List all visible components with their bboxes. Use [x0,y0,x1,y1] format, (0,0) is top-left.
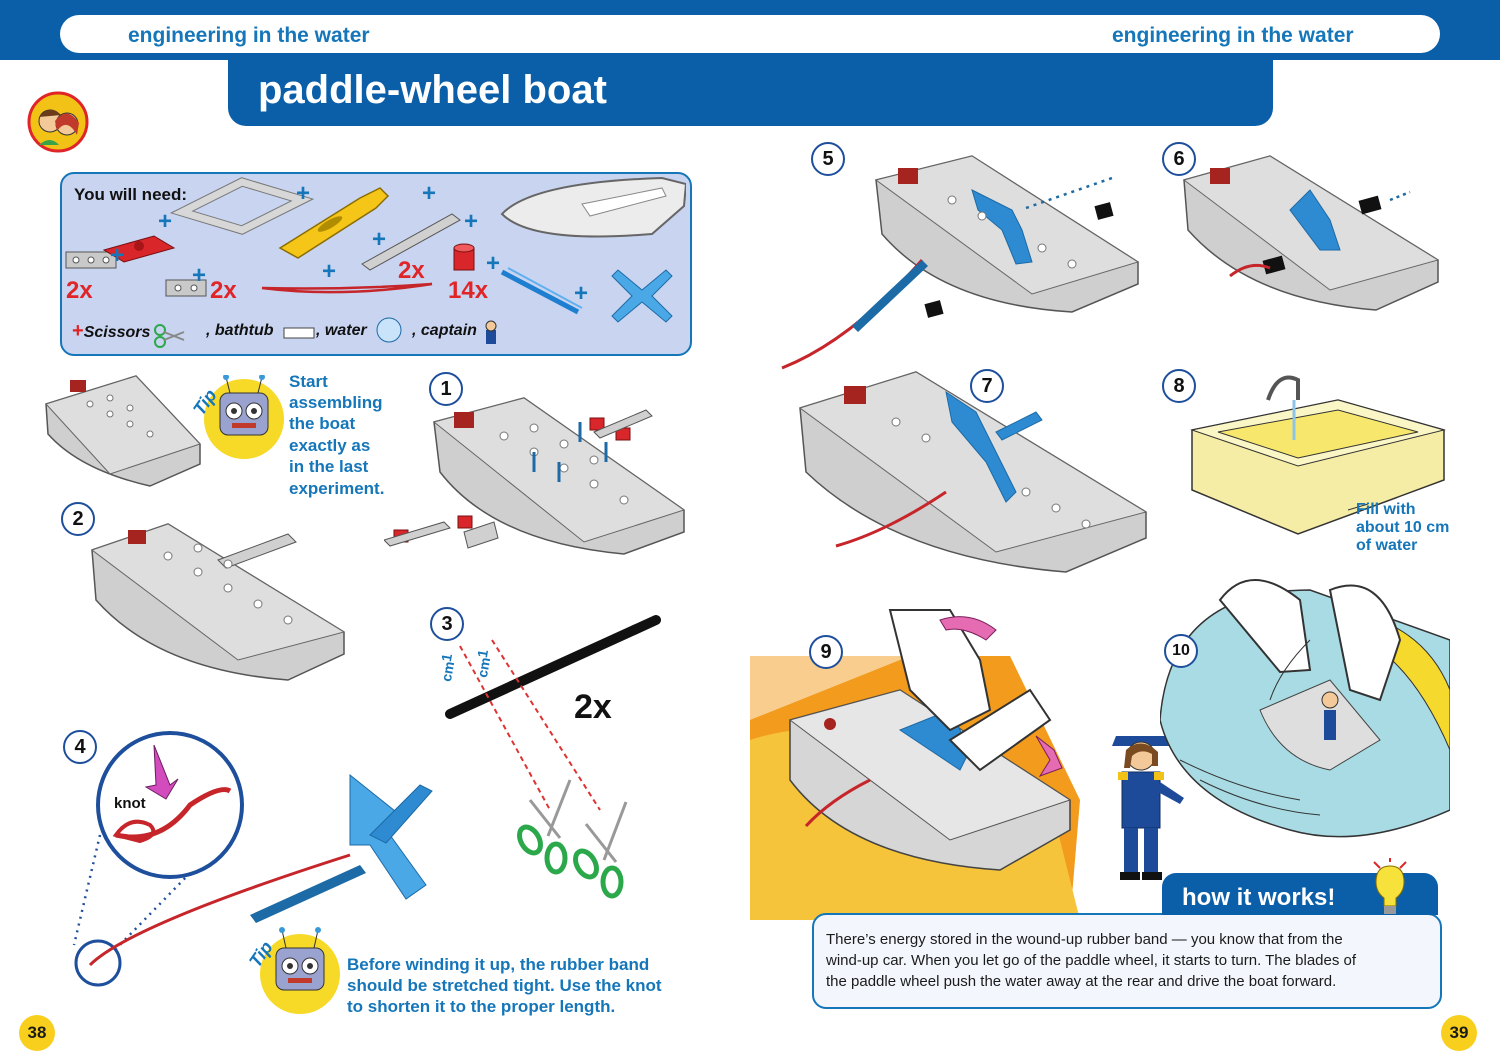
qty-label-3: 2x [398,257,425,284]
plus-sign: + [110,242,125,269]
step4-illustration [72,731,433,987]
plus-sign: + [322,258,337,285]
plus-sign: + [72,320,84,342]
qty-label-1: 2x [66,277,93,304]
step-number: 8 [1162,369,1196,403]
step6-illustration [1182,155,1440,311]
step2-illustration [90,523,346,681]
tip-line: exactly as [289,436,371,455]
step-number: 6 [1162,142,1196,176]
step-number: 2 [61,502,95,536]
extra-water: , water [316,322,367,339]
step-number: 4 [63,730,97,764]
how-it-works-title: how it works! [1182,884,1336,911]
knot-label: knot [114,795,146,812]
step1-illustration [384,397,686,555]
tip-line: in the last [289,457,369,476]
step-number: 3 [430,607,464,641]
kids-logo-icon [27,91,89,153]
tube-quantity: 2x [574,688,612,726]
plus-sign: + [296,180,311,207]
lightbulb-icon [1373,858,1407,914]
boat-illustration-start [45,375,201,487]
plus-sign: + [192,262,207,289]
plus-sign: + [574,280,589,307]
plus-sign: + [422,180,437,207]
how-it-works-line: There’s energy stored in the wound-up ru… [826,931,1343,948]
how-it-works-line: the paddle wheel push the water away at … [826,973,1337,990]
page-title: paddle-wheel boat [258,68,607,112]
robot-tip-icon [204,375,284,459]
step5-illustration [781,155,1140,370]
step3-illustration [445,615,661,899]
qty-label-4: 14x [448,277,489,304]
step7-illustration [798,371,1148,573]
fill-line: of water [1356,537,1418,554]
materials-illustration [65,176,686,348]
robot-tip-icon [260,927,340,1014]
fill-line: about 10 cm [1356,519,1450,536]
plus-sign: + [464,208,479,235]
how-it-works-box [812,913,1442,1009]
captain-figure [1112,736,1184,880]
tip-line: Start [289,372,328,391]
plus-sign: + [486,250,501,277]
fill-instruction: Fill with about 10 cm of water [1356,501,1449,555]
step10-water-illustration [1160,579,1450,838]
step8-bathtub-illustration [1190,375,1446,535]
plus-sign: + [372,226,387,253]
materials-title: You will need: [74,185,188,204]
title-band [228,60,1273,126]
step-number: 7 [970,369,1004,403]
step-number: 1 [429,372,463,406]
page-number-left: 38 [19,1015,55,1051]
extra-captain: , captain [412,322,477,339]
section-label-right: engineering in the water [1112,24,1354,47]
step-number: 9 [809,635,843,669]
plus-sign: + [158,208,173,235]
tip-line: experiment. [289,479,385,498]
extra-bathtub: , bathtub [206,322,274,339]
tip-line: should be stretched tight. Use the knot [347,976,662,995]
short-beam-part [65,251,117,269]
step-number: 5 [811,142,845,176]
qty-label-2: 2x [210,277,237,304]
how-it-works-line: wind-up car. When you let go of the padd… [826,952,1357,969]
tip-line: Before winding it up, the rubber band [347,955,650,974]
step9-scene-illustration [750,609,1080,920]
how-it-works-text: There’s energy stored in the wound-up ru… [826,929,1356,992]
step-number: 10 [1164,634,1198,668]
page-number-right: 39 [1441,1015,1477,1051]
section-label-left: engineering in the water [128,24,370,47]
extras-row: +Scissors [72,320,150,343]
tip-line: the boat [289,414,356,433]
tip-line: to shorten it to the proper length. [347,997,616,1016]
header-pill [60,15,1440,53]
fill-line: Fill with [1356,501,1416,518]
extra-scissors: Scissors [83,324,151,341]
tip-line: assembling [289,393,383,412]
